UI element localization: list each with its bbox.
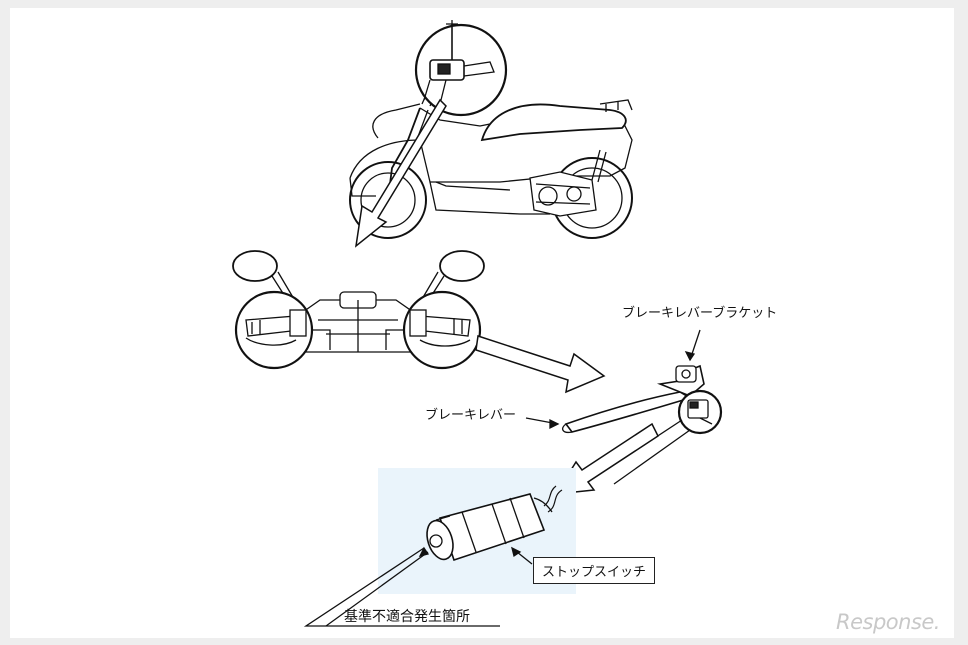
brake-lever-label: ブレーキレバー bbox=[425, 408, 517, 423]
stop-switch-illustration bbox=[426, 485, 563, 565]
handlebar-illustration bbox=[232, 250, 485, 370]
callout-arrow-icon bbox=[354, 98, 447, 248]
callout-arrow-icon bbox=[475, 335, 606, 394]
magnifier-circle-icon bbox=[414, 23, 508, 117]
brake-lever-bracket-label: ブレーキレバーブラケット bbox=[622, 306, 778, 321]
response-watermark: Response. bbox=[836, 610, 940, 634]
defect-location-label: 基準不適合発生箇所 bbox=[344, 609, 470, 625]
stop-switch-label: ストップスイッチ bbox=[533, 557, 656, 584]
brake-lever-illustration bbox=[525, 329, 723, 485]
defect-leader-lines bbox=[303, 546, 500, 627]
